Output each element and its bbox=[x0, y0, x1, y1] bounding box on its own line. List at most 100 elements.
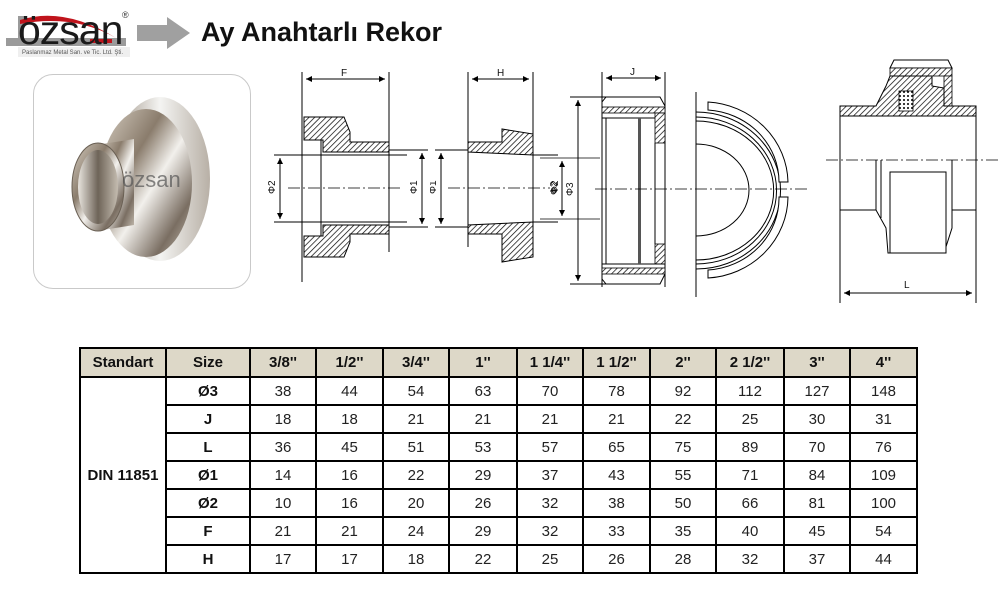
parameter-cell: Ø3 bbox=[165, 376, 251, 406]
value-cell: 40 bbox=[715, 516, 785, 546]
header-size-col: 1 1/2'' bbox=[582, 347, 651, 378]
value-cell: 22 bbox=[448, 544, 518, 574]
value-cell: 148 bbox=[849, 376, 918, 406]
header-size-col: 3/8'' bbox=[249, 347, 317, 378]
company-logo: özsan ® Paslanmaz Metal San. ve Tic. Ltd… bbox=[4, 7, 136, 58]
photo-watermark: özsan bbox=[122, 167, 181, 192]
value-cell: 70 bbox=[783, 432, 851, 462]
value-cell: 63 bbox=[448, 376, 518, 406]
logo-tagline: Paslanmaz Metal San. ve Tic. Ltd. Şti. bbox=[22, 50, 124, 56]
drawing-male-part: F Φ2 Φ1 bbox=[267, 68, 428, 282]
value-cell: 26 bbox=[448, 488, 518, 518]
standard-cell: DIN 11851 bbox=[79, 376, 167, 574]
logo-swoosh-icon bbox=[6, 15, 130, 57]
value-cell: 65 bbox=[582, 432, 651, 462]
value-cell: 17 bbox=[249, 544, 317, 574]
value-cell: 89 bbox=[715, 432, 785, 462]
value-cell: 25 bbox=[715, 404, 785, 434]
dim-label-phi2: Φ2 bbox=[267, 180, 278, 194]
dim-label-L: L bbox=[904, 280, 910, 291]
parameter-cell: Ø1 bbox=[165, 460, 251, 490]
header-size: Size bbox=[165, 347, 251, 378]
page-title: Ay Anahtarlı Rekor bbox=[201, 17, 443, 47]
value-cell: 16 bbox=[315, 488, 384, 518]
dim-label-phi2-c: Φ2 bbox=[549, 181, 560, 195]
value-cell: 50 bbox=[649, 488, 717, 518]
value-cell: 21 bbox=[516, 404, 584, 434]
value-cell: 26 bbox=[582, 544, 651, 574]
value-cell: 92 bbox=[649, 376, 717, 406]
value-cell: 24 bbox=[382, 516, 450, 546]
value-cell: 25 bbox=[516, 544, 584, 574]
dim-label-phi1: Φ1 bbox=[409, 180, 420, 194]
header-size-col: 3'' bbox=[783, 347, 851, 378]
value-cell: 54 bbox=[849, 516, 918, 546]
value-cell: 32 bbox=[715, 544, 785, 574]
value-cell: 109 bbox=[849, 460, 918, 490]
value-cell: 54 bbox=[382, 376, 450, 406]
parameter-cell: F bbox=[165, 516, 251, 546]
value-cell: 18 bbox=[249, 404, 317, 434]
header-size-col: 1/2'' bbox=[315, 347, 384, 378]
dim-label-phi1-b: Φ1 bbox=[430, 180, 439, 194]
drawing-female-part: H Φ1 Φ2 bbox=[430, 68, 560, 263]
value-cell: 45 bbox=[315, 432, 384, 462]
dim-label-phi3: Φ3 bbox=[565, 182, 576, 196]
dim-label-F: F bbox=[341, 68, 347, 79]
parameter-cell: J bbox=[165, 404, 251, 434]
value-cell: 71 bbox=[715, 460, 785, 490]
value-cell: 21 bbox=[249, 516, 317, 546]
dim-label-J: J bbox=[630, 67, 635, 78]
value-cell: 100 bbox=[849, 488, 918, 518]
value-cell: 75 bbox=[649, 432, 717, 462]
value-cell: 22 bbox=[649, 404, 717, 434]
value-cell: 21 bbox=[448, 404, 518, 434]
value-cell: 20 bbox=[382, 488, 450, 518]
value-cell: 112 bbox=[715, 376, 785, 406]
parameter-cell: L bbox=[165, 432, 251, 462]
value-cell: 45 bbox=[783, 516, 851, 546]
drawing-nut: J Φ2 Φ3 bbox=[540, 67, 808, 297]
value-cell: 18 bbox=[315, 404, 384, 434]
value-cell: 53 bbox=[448, 432, 518, 462]
dimension-table: Standart Size 3/8'' 1/2'' 3/4'' 1'' 1 1/… bbox=[79, 347, 918, 574]
value-cell: 32 bbox=[516, 488, 584, 518]
header-size-col: 2 1/2'' bbox=[715, 347, 785, 378]
value-cell: 17 bbox=[315, 544, 384, 574]
value-cell: 43 bbox=[582, 460, 651, 490]
header-size-col: 1 1/4'' bbox=[516, 347, 584, 378]
value-cell: 29 bbox=[448, 460, 518, 490]
value-cell: 127 bbox=[783, 376, 851, 406]
header-size-col: 2'' bbox=[649, 347, 717, 378]
value-cell: 55 bbox=[649, 460, 717, 490]
dim-label-H: H bbox=[497, 68, 504, 79]
value-cell: 10 bbox=[249, 488, 317, 518]
value-cell: 21 bbox=[315, 516, 384, 546]
header-size-col: 1'' bbox=[448, 347, 518, 378]
value-cell: 84 bbox=[783, 460, 851, 490]
value-cell: 66 bbox=[715, 488, 785, 518]
value-cell: 78 bbox=[582, 376, 651, 406]
dim-label-phi2-b: Φ2 bbox=[550, 180, 560, 194]
value-cell: 21 bbox=[582, 404, 651, 434]
value-cell: 81 bbox=[783, 488, 851, 518]
union-fitting-image: özsan bbox=[71, 97, 210, 261]
header-size-col: 4'' bbox=[849, 347, 918, 378]
table-header-row: Standart Size 3/8'' 1/2'' 3/4'' 1'' 1 1/… bbox=[79, 347, 918, 378]
parameter-cell: Ø2 bbox=[165, 488, 251, 518]
value-cell: 31 bbox=[849, 404, 918, 434]
header-size-col: 3/4'' bbox=[382, 347, 450, 378]
value-cell: 32 bbox=[516, 516, 584, 546]
right-arrow-icon bbox=[137, 17, 190, 49]
parameter-cell: H bbox=[165, 544, 251, 574]
value-cell: 29 bbox=[448, 516, 518, 546]
value-cell: 36 bbox=[249, 432, 317, 462]
value-cell: 21 bbox=[382, 404, 450, 434]
value-cell: 38 bbox=[249, 376, 317, 406]
